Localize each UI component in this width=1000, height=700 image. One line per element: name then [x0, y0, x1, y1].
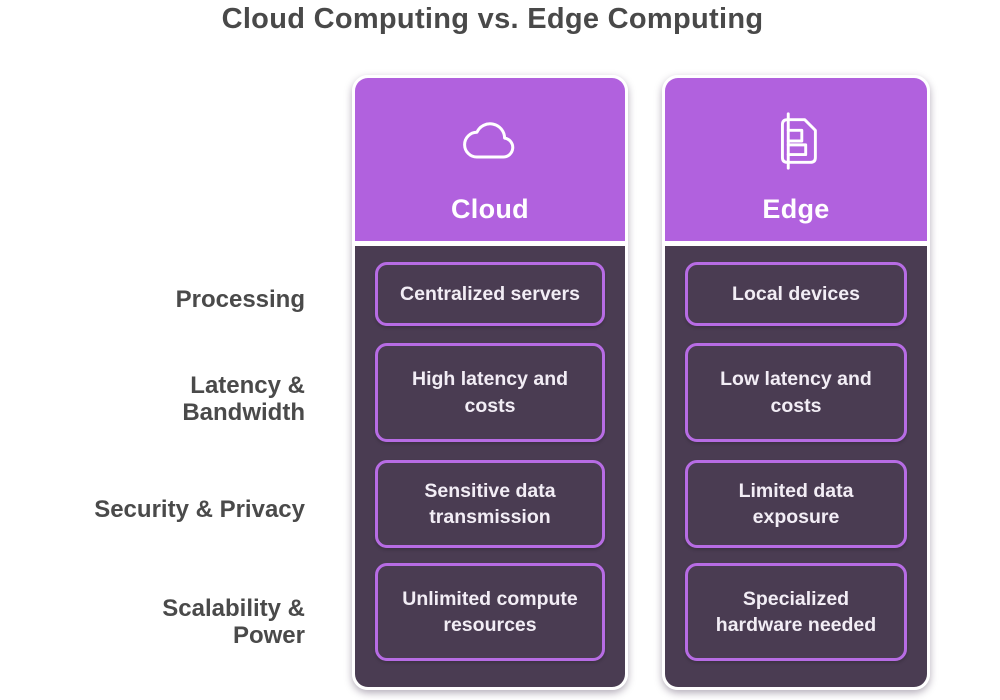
- row-label-scalability-power: Scalability & Power: [162, 595, 305, 649]
- cloud-cell-scalability: Unlimited compute resources: [375, 563, 605, 661]
- cloud-column-header: Cloud: [355, 78, 625, 246]
- cloud-cell-processing: Centralized servers: [375, 262, 605, 326]
- edge-column-body: Local devices Low latency and costs Limi…: [665, 246, 927, 687]
- cloud-icon: [457, 110, 523, 172]
- cloud-cell-security: Sensitive data transmission: [375, 460, 605, 548]
- edge-column: Edge Local devices Low latency and costs…: [662, 75, 930, 690]
- row-label-latency-bandwidth: Latency & Bandwidth: [182, 372, 305, 426]
- cloud-column-title: Cloud: [451, 194, 529, 224]
- edge-cell-security: Limited data exposure: [685, 460, 907, 548]
- row-label-security-privacy: Security & Privacy: [94, 496, 305, 523]
- cloud-cell-latency: High latency and costs: [375, 343, 605, 442]
- page-title: Cloud Computing vs. Edge Computing: [221, 3, 764, 35]
- cloud-column: Cloud Centralized servers High latency a…: [352, 75, 628, 690]
- edge-device-icon: [765, 110, 827, 172]
- edge-cell-scalability: Specialized hardware needed: [685, 563, 907, 661]
- cloud-column-body: Centralized servers High latency and cos…: [355, 246, 625, 687]
- edge-cell-processing: Local devices: [685, 262, 907, 326]
- row-label-processing: Processing: [175, 286, 305, 313]
- edge-column-title: Edge: [762, 194, 830, 224]
- edge-column-header: Edge: [665, 78, 927, 246]
- edge-cell-latency: Low latency and costs: [685, 343, 907, 442]
